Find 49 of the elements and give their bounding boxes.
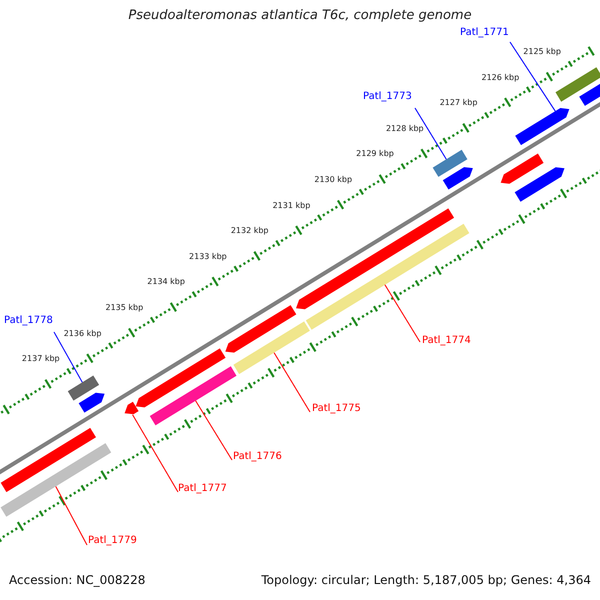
gene-label: Patl_1778 bbox=[4, 315, 53, 326]
tick-label: 2131 kbp bbox=[272, 200, 310, 210]
tick-label: 2126 kbp bbox=[482, 72, 520, 82]
tick-label: 2136 kbp bbox=[64, 328, 102, 338]
gene-label: Patl_1773 bbox=[363, 91, 412, 102]
tick-label: 2130 kbp bbox=[314, 175, 352, 184]
gene-label: Patl_1774 bbox=[422, 335, 471, 346]
accession-text: Accession: NC_008228 bbox=[9, 574, 146, 588]
gene-block bbox=[514, 167, 564, 202]
leader-line bbox=[274, 352, 310, 412]
tick-label: 2135 kbp bbox=[105, 303, 144, 312]
genome-info-text: Topology: circular; Length: 5,187,005 bp; Genes: 4,364 bbox=[261, 574, 591, 588]
gene-block bbox=[296, 208, 454, 310]
tick-label: 2133 kbp bbox=[189, 252, 227, 262]
tick-label: 2137 kbp bbox=[22, 354, 60, 364]
leader-line bbox=[54, 332, 83, 383]
gene-block bbox=[150, 366, 236, 426]
leader-line bbox=[510, 42, 556, 112]
gene-label: Patl_1776 bbox=[233, 451, 282, 462]
gene-block bbox=[556, 67, 600, 102]
tick-label: 2128 kbp bbox=[386, 124, 424, 134]
leader-line bbox=[132, 414, 178, 492]
gene-block bbox=[515, 108, 570, 146]
tick-label: 2132 kbp bbox=[230, 226, 269, 236]
tick-label: 2127 kbp bbox=[440, 98, 478, 108]
gene-block bbox=[68, 376, 100, 401]
leader-line bbox=[384, 284, 420, 342]
gene-block bbox=[500, 154, 544, 184]
gene-block bbox=[78, 392, 105, 413]
gene-block bbox=[136, 348, 226, 408]
gene-label: Patl_1775 bbox=[312, 403, 361, 414]
leader-line bbox=[414, 108, 447, 160]
gene-label: Patl_1771 bbox=[460, 27, 509, 38]
gene-block bbox=[0, 428, 96, 492]
gene-block bbox=[124, 402, 139, 414]
gene-label: Patl_1777 bbox=[178, 483, 227, 494]
leader-line bbox=[195, 400, 232, 460]
gene-block bbox=[432, 150, 468, 177]
gene-block bbox=[233, 321, 310, 374]
leader-line bbox=[55, 486, 88, 546]
gene-block bbox=[306, 224, 470, 330]
gene-label: Patl_1779 bbox=[88, 535, 137, 546]
gene-block bbox=[225, 305, 296, 353]
gene-block bbox=[0, 443, 112, 517]
tick-label: 2125 kbp bbox=[523, 47, 561, 56]
gene-block bbox=[442, 167, 473, 190]
tick-label: 2134 kbp bbox=[147, 277, 185, 287]
tick-label: 2129 kbp bbox=[356, 149, 394, 159]
title: Pseudoalteromonas atlantica T6c, complete genome bbox=[127, 9, 473, 24]
